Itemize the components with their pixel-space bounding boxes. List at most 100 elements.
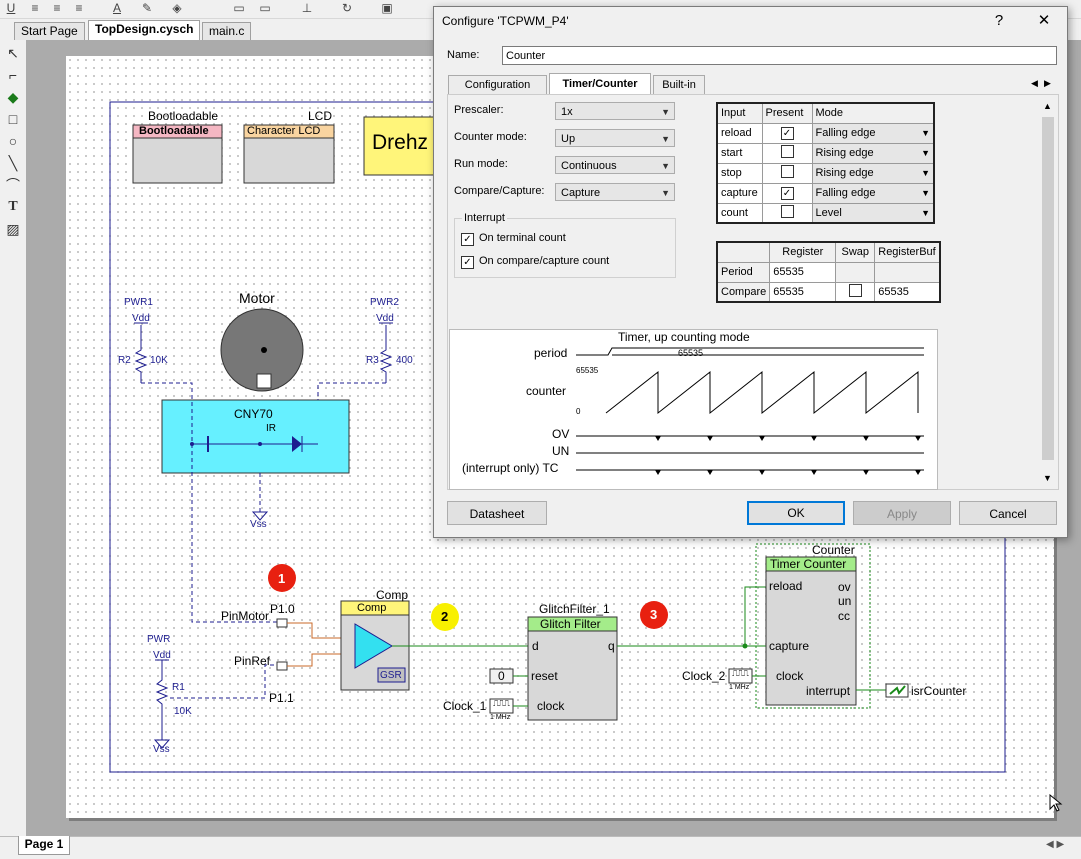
help-button[interactable]: ? [994,12,1004,29]
bootloadable-label[interactable]: Bootloadable [139,125,209,137]
glitch-label[interactable]: Glitch Filter [540,617,601,631]
glitch-title: GlitchFilter_1 [539,602,610,616]
tab-timer-counter[interactable]: Timer/Counter [549,73,651,95]
counter-mode-select[interactable]: Up▼ [555,129,675,147]
mode-select[interactable]: Rising edge▼ [811,162,935,184]
terminal-count-checkbox[interactable]: ✓ [461,233,474,246]
present-cell [761,202,813,224]
close-button[interactable]: ✕ [1037,12,1051,29]
present-checkbox[interactable] [780,145,794,158]
pinmotor-label[interactable]: PinMotor [221,609,270,623]
cancel-button[interactable]: Cancel [959,501,1057,525]
present-cell: ✓ [761,122,813,144]
input-table: Input Present Mode reload ✓ Falling edge… [716,102,935,224]
rotate-icon[interactable]: ↻ [341,1,353,15]
distribute-icon[interactable]: ▭ [259,1,271,15]
tab-configuration[interactable]: Configuration [448,75,547,94]
present-cell: ✓ [761,182,813,204]
fill-color-icon[interactable]: ◈ [172,1,182,15]
scroll-up-icon[interactable]: ▲ [1043,101,1052,111]
mode-select[interactable]: Rising edge▼ [811,142,935,164]
mode-select[interactable]: Falling edge▼ [811,182,935,204]
text-tool-icon[interactable]: T [8,199,18,214]
name-label: Name: [447,49,480,61]
tab-start-page[interactable]: Start Page [14,22,85,40]
lcd-label[interactable]: Character LCD [247,125,321,137]
registerbuf-input[interactable]: 65535 [874,281,941,303]
present-checkbox[interactable]: ✓ [780,186,794,200]
select-tool-icon[interactable]: ↖ [7,45,19,61]
tab-topdesign[interactable]: TopDesign.cysch [88,20,201,40]
clock2-wave-icon: ⎍⎍⎍ [732,668,749,678]
page-nav-icon[interactable]: ◀ ▶ [1046,839,1065,850]
flip-icon[interactable]: ⊥ [301,1,313,15]
image-tool-icon[interactable]: ▨ [6,221,20,237]
underline-icon[interactable]: U [6,1,16,15]
pinref-label[interactable]: PinRef [234,654,271,668]
prescaler-value: 1x [561,106,573,118]
isr-label[interactable]: isrCounter [911,684,967,698]
clock2-label[interactable]: Clock_2 [682,669,726,683]
datasheet-button[interactable]: Datasheet [447,501,547,525]
wire-tool-icon[interactable]: ⌐ [8,67,18,83]
line-color-icon[interactable]: ✎ [141,1,153,15]
table-row: start Rising edge▼ [716,142,935,164]
page-tab[interactable]: Page 1 [18,836,70,855]
col-blank [716,241,771,263]
pwr2-label: PWR2 [370,297,399,308]
counter-title: Counter [812,543,855,557]
align-left-icon[interactable]: ≡ [31,1,39,15]
col-register: Register [769,241,837,263]
font-color-icon[interactable]: A [112,1,121,15]
tab-scroll-left-icon[interactable]: ◀ [1031,78,1038,88]
tab-main-c[interactable]: main.c [202,22,252,40]
compare-capture-checkbox[interactable]: ✓ [461,256,474,269]
r3-label: R3 [366,355,379,366]
mode-select[interactable]: Level▼ [811,202,935,224]
un-label: UN [552,444,570,458]
input-table-header: Input Present Mode [716,102,935,124]
tc-interrupt-label: interrupt [806,684,851,698]
compare-capture-select[interactable]: Capture▼ [555,183,675,201]
apply-button[interactable]: Apply [853,501,951,525]
ellipse-tool-icon[interactable]: ○ [8,133,18,149]
chevron-down-icon: ▼ [921,187,930,198]
mode-select[interactable]: Falling edge▼ [811,122,935,144]
register-value-input[interactable]: 65535 [769,261,837,283]
vss1-label: Vss [250,519,267,530]
terminal-count-label: On terminal count [479,232,566,244]
run-mode-value: Continuous [561,160,617,172]
counter-min: 0 [576,407,581,416]
align-objects-icon[interactable]: ▭ [233,1,245,15]
align-center-icon[interactable]: ≡ [53,1,61,15]
cny70-label: CNY70 [234,407,273,421]
drehz-label[interactable]: Drehz [372,131,429,154]
run-mode-select[interactable]: Continuous▼ [555,156,675,174]
rectangle-tool-icon[interactable]: □ [8,111,18,127]
present-checkbox[interactable]: ✓ [780,126,794,140]
group-icon[interactable]: ▣ [381,1,393,15]
align-right-icon[interactable]: ≡ [75,1,83,15]
tab-built-in[interactable]: Built-in [653,75,705,94]
present-checkbox[interactable] [780,204,794,218]
arc-tool-icon[interactable]: ⌒ [6,177,20,193]
counter-label[interactable]: Timer Counter [770,557,847,571]
swap-cell [835,281,876,303]
scrollbar-thumb[interactable] [1042,117,1054,460]
comp-label[interactable]: Comp [357,602,387,614]
component-tool-icon[interactable]: ◆ [7,89,19,105]
present-checkbox[interactable] [780,165,794,178]
clock1-label[interactable]: Clock_1 [443,699,487,713]
line-tool-icon[interactable]: ╲ [8,155,18,171]
name-input[interactable] [502,46,1057,65]
scroll-down-icon[interactable]: ▼ [1043,473,1052,483]
register-value-input[interactable]: 65535 [769,281,837,303]
swap-checkbox[interactable] [848,283,862,297]
prescaler-select[interactable]: 1x▼ [555,102,675,120]
period-label: period [534,346,568,360]
scrollbar[interactable]: ▲ ▼ [1041,101,1055,486]
tab-scroll-right-icon[interactable]: ▶ [1044,78,1051,88]
ok-button[interactable]: OK [747,501,845,525]
gf-clock-label: clock [537,699,565,713]
chevron-down-icon: ▼ [921,167,930,178]
